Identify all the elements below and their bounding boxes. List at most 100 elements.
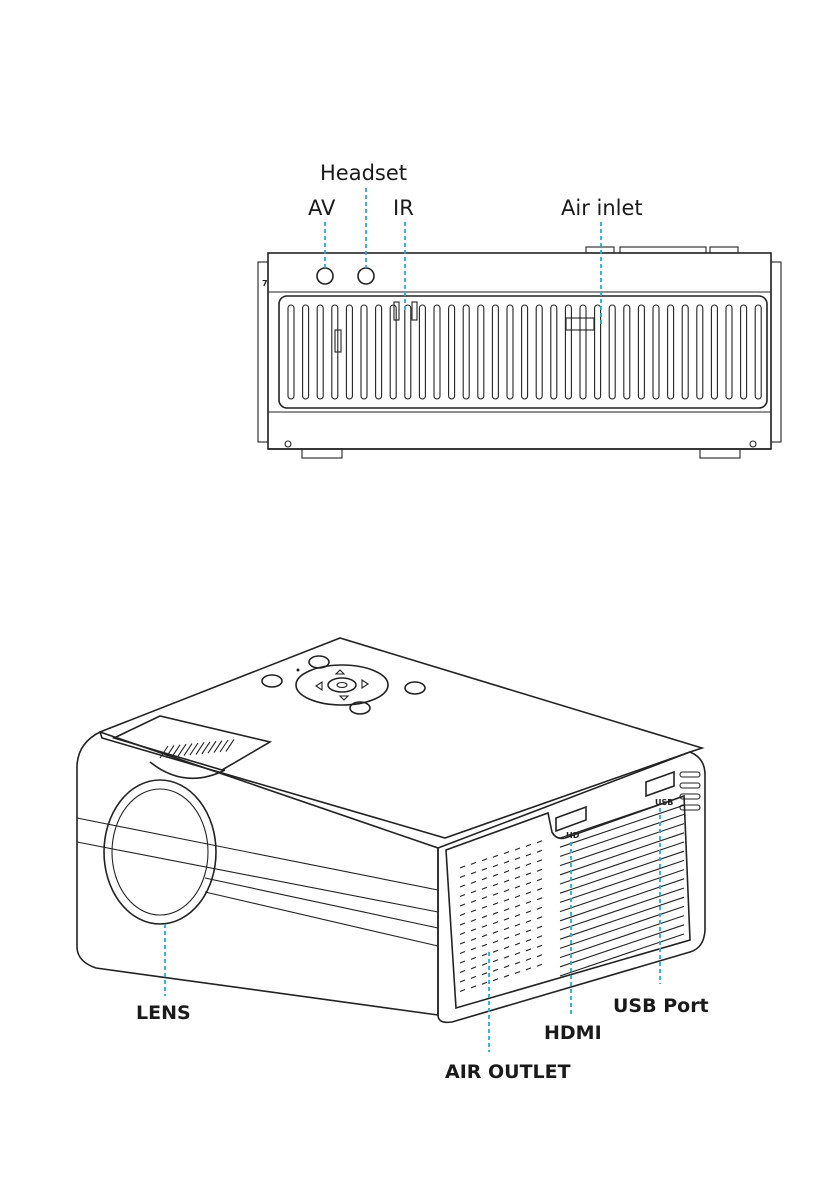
air-outlet-hole xyxy=(515,953,520,955)
air-outlet-hole xyxy=(515,905,520,907)
side-grille-slat xyxy=(560,897,684,939)
focus-recess xyxy=(114,716,270,770)
rear-vent-slot xyxy=(551,305,557,399)
rear-vent-slot xyxy=(434,305,440,399)
rear-vent-slot xyxy=(536,305,542,399)
ir-label: IR xyxy=(393,196,414,220)
air-outlet-hole xyxy=(471,872,476,874)
air-outlet-hole xyxy=(471,891,476,893)
air-outlet-hole xyxy=(493,855,498,857)
lens-outer xyxy=(104,780,216,924)
av-label: AV xyxy=(308,196,336,220)
side-grille-slat xyxy=(560,842,684,884)
rear-foot-right xyxy=(700,449,740,458)
air-outlet-hole xyxy=(460,923,465,925)
air-outlet-hole xyxy=(504,966,509,968)
ok-button xyxy=(328,678,356,692)
rear-side-edge-right xyxy=(771,262,781,442)
air-outlet-hole xyxy=(460,895,465,897)
air-outlet-hole xyxy=(504,871,509,873)
rear-vent-slot xyxy=(726,305,732,399)
side-grille-slat xyxy=(560,879,684,921)
air-outlet-hole xyxy=(482,954,487,956)
air-outlet-hole xyxy=(493,931,498,933)
side-grille-slat xyxy=(560,888,684,930)
air-outlet-hole xyxy=(460,980,465,982)
rear-vent-slot xyxy=(463,305,469,399)
rear-vent-slot xyxy=(595,305,601,399)
air-outlet-hole xyxy=(493,865,498,867)
rear-foot-left xyxy=(302,449,342,458)
air-outlet-hole xyxy=(526,854,531,856)
air-outlet-hole xyxy=(460,952,465,954)
rear-vent-slot xyxy=(361,305,367,399)
hdmi-port xyxy=(556,807,586,831)
side-view: HD USB LENS AIR OUTLET HDMI USB Port xyxy=(77,638,709,1083)
air-outlet-hole xyxy=(537,860,542,862)
rear-screw-right xyxy=(750,441,756,447)
air-outlet-hole xyxy=(526,892,531,894)
air-outlet-hole xyxy=(537,917,542,919)
rear-top-tab-left xyxy=(586,247,614,253)
av-jack xyxy=(317,268,333,284)
side-end-slots xyxy=(680,772,700,810)
ok-button-dot xyxy=(337,683,347,688)
air-outlet-hole xyxy=(526,863,531,865)
top-face xyxy=(100,638,702,838)
air-outlet-hole xyxy=(460,990,465,992)
air-outlet-hole xyxy=(471,967,476,969)
headset-jack xyxy=(358,268,374,284)
air-outlet-hole xyxy=(515,886,520,888)
air-outlet-hole xyxy=(482,897,487,899)
rear-vent-slot xyxy=(317,305,323,399)
back-button xyxy=(262,675,282,687)
air-outlet-hole xyxy=(526,949,531,951)
air-outlet-hole xyxy=(537,898,542,900)
air-outlet-hole xyxy=(493,903,498,905)
air-outlet-hole xyxy=(482,973,487,975)
air-outlet-hole xyxy=(482,963,487,965)
rear-vent-slot xyxy=(624,305,630,399)
rear-vent-slot xyxy=(522,305,528,399)
air-outlet-hole xyxy=(504,890,509,892)
air-outlet-hole xyxy=(526,844,531,846)
rear-vent-slot xyxy=(580,305,586,399)
air-outlet-hole xyxy=(460,971,465,973)
air-outlet-hole xyxy=(482,859,487,861)
air-inlet-label: Air inlet xyxy=(561,196,643,220)
side-grille-frame xyxy=(446,796,690,1008)
rear-vent-slot xyxy=(741,305,747,399)
air-outlet-hole xyxy=(482,916,487,918)
air-outlet-hole xyxy=(526,901,531,903)
dpad-down-arrow xyxy=(340,696,348,700)
air-outlet-hole xyxy=(460,904,465,906)
air-outlet-hole xyxy=(515,962,520,964)
air-outlet-hole xyxy=(537,869,542,871)
air-outlet-hole xyxy=(482,878,487,880)
side-grille-slat xyxy=(560,916,684,958)
air-outlet-hole xyxy=(493,969,498,971)
air-outlet-hole xyxy=(504,937,509,939)
air-outlet-hole xyxy=(504,918,509,920)
hdmi-label: HDMI xyxy=(544,1022,602,1044)
air-outlet-hole xyxy=(537,964,542,966)
air-outlet-hole xyxy=(471,929,476,931)
rear-vent-slot xyxy=(682,305,688,399)
air-outlet-hole xyxy=(471,900,476,902)
air-outlet-hole xyxy=(504,947,509,949)
rear-vent-slot xyxy=(376,305,382,399)
rear-edge-mark: 7 xyxy=(262,279,268,288)
control-panel xyxy=(262,656,425,714)
air-outlet-hole xyxy=(460,942,465,944)
air-outlet-hole xyxy=(460,866,465,868)
air-outlet-hole xyxy=(460,933,465,935)
air-outlet-hole xyxy=(471,976,476,978)
air-outlet-hole xyxy=(537,879,542,881)
air-outlet-hole xyxy=(482,982,487,984)
usb-port xyxy=(646,772,674,796)
side-grille-slat xyxy=(560,851,684,893)
air-outlet-hole xyxy=(460,885,465,887)
air-outlet-hole xyxy=(493,979,498,981)
air-outlet-hole xyxy=(515,858,520,860)
side-grille-slat xyxy=(560,870,684,912)
